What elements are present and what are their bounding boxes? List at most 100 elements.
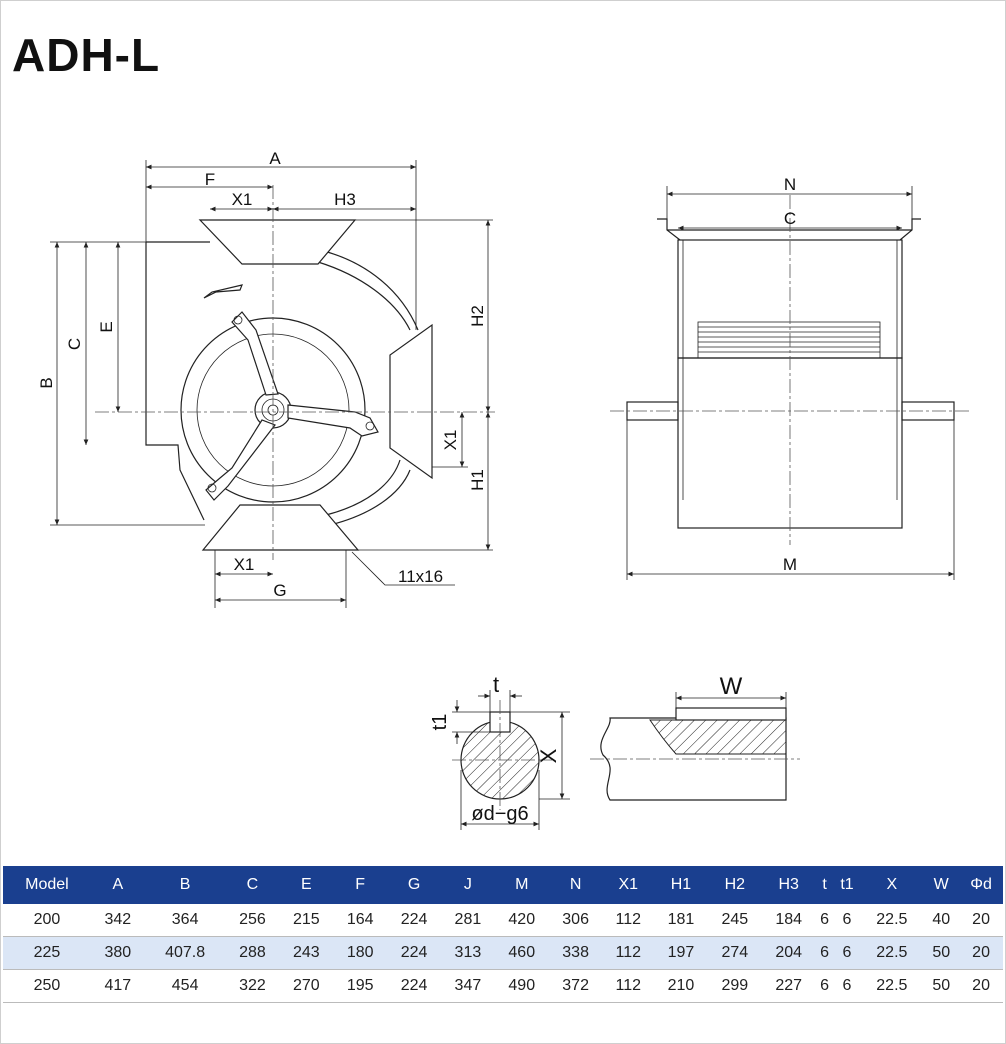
table-cell: 197 xyxy=(654,936,708,970)
table-cell: 342 xyxy=(90,904,145,937)
dim-label-t: t xyxy=(493,672,499,697)
table-cell: 243 xyxy=(279,936,334,970)
shaft-key-view: W xyxy=(590,673,800,801)
dim-label-x1-bottom: X1 xyxy=(234,555,255,574)
dim-label-e: E xyxy=(97,321,116,332)
table-cell: 460 xyxy=(494,936,549,970)
spec-table: Model A B C E F G J M N X1 H1 H2 H3 t t1… xyxy=(3,866,1003,1003)
table-cell: 20 xyxy=(959,936,1003,970)
table-cell: 372 xyxy=(548,969,603,1003)
dim-label-t1: t1 xyxy=(429,714,451,731)
header-cell: H3 xyxy=(761,866,816,904)
dim-label-bolt: 11x16 xyxy=(398,567,443,586)
table-cell: 256 xyxy=(225,904,280,937)
table-cell: 245 xyxy=(707,904,762,937)
header-cell: E xyxy=(279,866,334,904)
table-cell: 347 xyxy=(440,969,495,1003)
header-cell: F xyxy=(333,866,388,904)
table-cell: 380 xyxy=(90,936,145,970)
table-cell: 204 xyxy=(761,936,816,970)
table-cell: 112 xyxy=(602,904,655,937)
header-cell: X1 xyxy=(602,866,655,904)
table-cell: 50 xyxy=(923,936,960,970)
table-cell: 22.5 xyxy=(860,904,924,937)
table-cell: 6 xyxy=(815,969,834,1003)
dim-label-h2: H2 xyxy=(468,305,487,327)
front-view: A F X1 H3 B C E H2 H1 X1 X1 G 11 xyxy=(37,149,495,608)
table-cell: 50 xyxy=(923,969,960,1003)
dim-label-h1: H1 xyxy=(468,469,487,491)
table-cell: 224 xyxy=(387,904,441,937)
table-cell: 6 xyxy=(815,936,834,970)
blade-lines xyxy=(698,326,880,353)
table-cell: 195 xyxy=(333,969,388,1003)
header-cell: Φd xyxy=(959,866,1003,904)
side-view: N C M xyxy=(610,175,970,580)
table-cell: 22.5 xyxy=(860,969,924,1003)
header-cell: G xyxy=(387,866,441,904)
header-cell: H2 xyxy=(707,866,762,904)
table-cell: 6 xyxy=(833,969,861,1003)
table-cell: 112 xyxy=(602,969,655,1003)
table-cell: 364 xyxy=(144,904,226,937)
header-cell: t1 xyxy=(833,866,861,904)
dim-label-m: M xyxy=(783,555,797,574)
table-row: 225 380 407.8 288 243 180 224 313 460 33… xyxy=(3,936,1003,970)
header-cell: t xyxy=(815,866,834,904)
header-cell: W xyxy=(923,866,960,904)
table-cell: 322 xyxy=(225,969,280,1003)
table-cell: 225 xyxy=(3,936,91,970)
table-cell: 6 xyxy=(833,936,861,970)
dim-label-n: N xyxy=(784,175,796,194)
table-cell: 227 xyxy=(761,969,816,1003)
dim-label-w: W xyxy=(720,673,743,700)
header-cell: A xyxy=(90,866,145,904)
table-cell: 281 xyxy=(440,904,495,937)
technical-drawing: A F X1 H3 B C E H2 H1 X1 X1 G 11 xyxy=(37,149,970,830)
table-cell: 112 xyxy=(602,936,655,970)
table-cell: 407.8 xyxy=(144,936,226,970)
table-cell: 420 xyxy=(494,904,549,937)
dim-label-f: F xyxy=(205,170,215,189)
table-cell: 270 xyxy=(279,969,334,1003)
dim-label-b: B xyxy=(37,377,56,388)
header-cell: J xyxy=(440,866,495,904)
table-cell: 417 xyxy=(90,969,145,1003)
table-cell: 40 xyxy=(923,904,960,937)
table-cell: 181 xyxy=(654,904,708,937)
table-row: 200 342 364 256 215 164 224 281 420 306 … xyxy=(3,904,1003,937)
header-cell: B xyxy=(144,866,226,904)
table-row: 250 417 454 322 270 195 224 347 490 372 … xyxy=(3,969,1003,1003)
dim-label-shaft: ød−g6 xyxy=(471,803,528,825)
table-cell: 215 xyxy=(279,904,334,937)
table-cell: 164 xyxy=(333,904,388,937)
table-cell: 210 xyxy=(654,969,708,1003)
table-cell: 454 xyxy=(144,969,226,1003)
header-cell: M xyxy=(494,866,549,904)
header-cell: X xyxy=(860,866,924,904)
table-cell: 184 xyxy=(761,904,816,937)
header-cell: H1 xyxy=(654,866,708,904)
table-cell: 250 xyxy=(3,969,91,1003)
table-cell: 20 xyxy=(959,969,1003,1003)
table-cell: 224 xyxy=(387,936,441,970)
dim-label-h3: H3 xyxy=(334,190,356,209)
table-cell: 6 xyxy=(815,904,834,937)
page-title: ADH-L xyxy=(12,29,161,81)
header-cell: N xyxy=(548,866,603,904)
spec-table-header: Model A B C E F G J M N X1 H1 H2 H3 t t1… xyxy=(3,866,1003,904)
table-cell: 274 xyxy=(707,936,762,970)
table-cell: 20 xyxy=(959,904,1003,937)
table-cell: 338 xyxy=(548,936,603,970)
shaft-section-view: t t1 X ød−g6 xyxy=(429,672,570,830)
dim-label-x: X xyxy=(536,748,561,763)
table-cell: 299 xyxy=(707,969,762,1003)
table-cell: 288 xyxy=(225,936,280,970)
table-cell: 6 xyxy=(833,904,861,937)
dim-label-x1-top: X1 xyxy=(232,190,253,209)
dim-label-a: A xyxy=(269,149,281,168)
dim-label-c-side: C xyxy=(784,209,796,228)
table-cell: 490 xyxy=(494,969,549,1003)
table-cell: 306 xyxy=(548,904,603,937)
table-cell: 313 xyxy=(440,936,495,970)
